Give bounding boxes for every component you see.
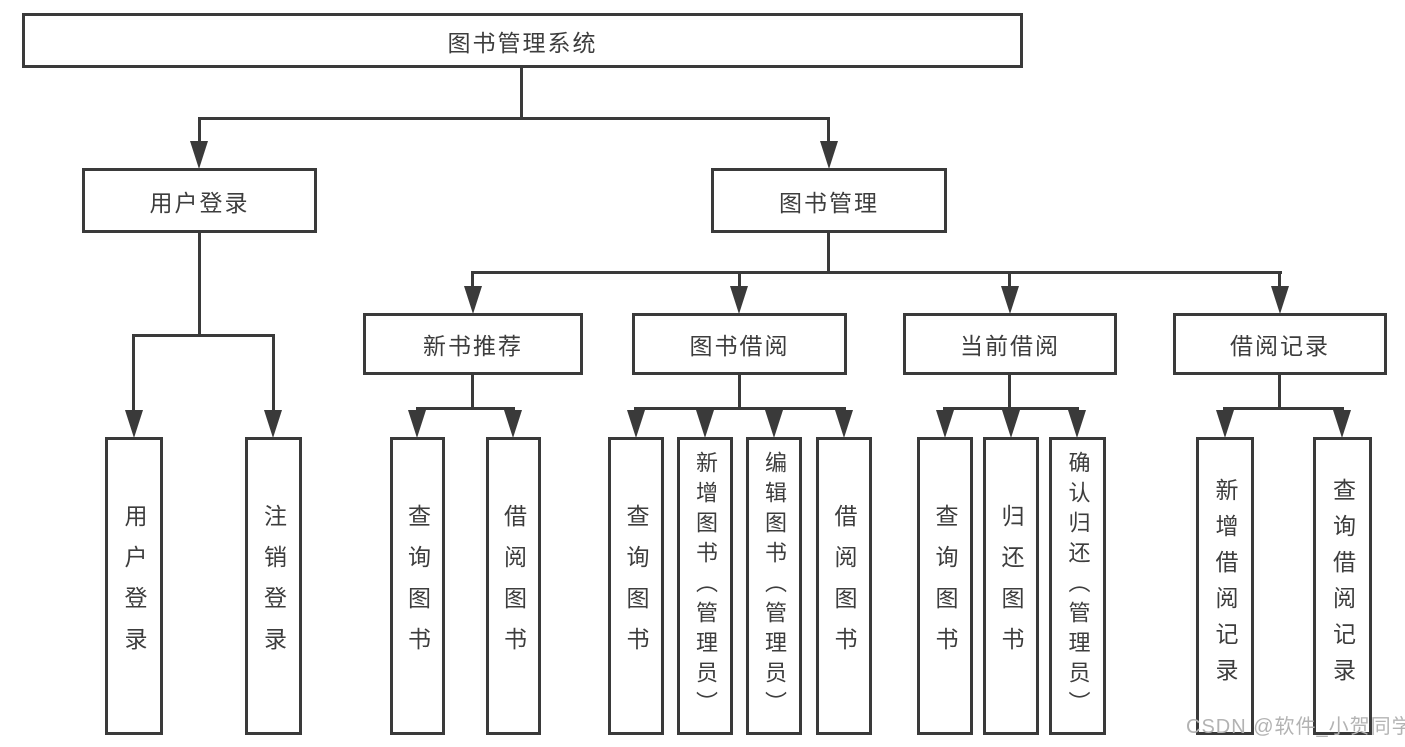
connector-user-login-hline xyxy=(132,334,275,337)
connector-current-borrow-shaft xyxy=(1008,271,1011,289)
node-book-management: 图书管理 xyxy=(711,168,947,233)
arrowhead-cb-leaf1 xyxy=(936,410,954,438)
connector-level3-hline xyxy=(471,271,1282,274)
node-root: 图书管理系统 xyxy=(22,13,1023,68)
arrowhead-bb-leaf2 xyxy=(696,410,714,438)
connector-root-stub xyxy=(520,68,523,119)
node-borrowing-records: 借阅记录 xyxy=(1173,313,1387,375)
arrowhead-bb-leaf4 xyxy=(835,410,853,438)
leaf-logout-login: 注销登录 xyxy=(245,437,302,735)
connector-book-borrow-shaft xyxy=(738,271,741,289)
arrowhead-br-leaf1 xyxy=(1216,410,1234,438)
arrowhead-user-login xyxy=(190,141,208,169)
leaf-query-books-newbooks: 查询图书 xyxy=(390,437,445,735)
arrowhead-bb-leaf1 xyxy=(627,410,645,438)
connector-leaf-login-shaft xyxy=(132,334,135,412)
arrowhead-br-leaf2 xyxy=(1333,410,1351,438)
arrowhead-book-mgmt xyxy=(820,141,838,169)
arrowhead-book-borrow xyxy=(730,286,748,314)
leaf-user-login: 用户登录 xyxy=(105,437,163,735)
leaf-borrow-books-newbooks: 借阅图书 xyxy=(486,437,541,735)
arrowhead-nb-leaf2 xyxy=(504,410,522,438)
connector-book-mgmt-stub xyxy=(827,233,830,274)
arrowhead-nb-leaf1 xyxy=(408,410,426,438)
leaf-query-borrow-record: 查询借阅记录 xyxy=(1313,437,1372,735)
leaf-add-borrow-record: 新增借阅记录 xyxy=(1196,437,1254,735)
connector-book-borrow-hline xyxy=(634,407,846,410)
connector-user-login-stub xyxy=(198,233,201,337)
arrowhead-leaf-logout xyxy=(264,410,282,438)
connector-book-borrow-stub xyxy=(738,375,741,410)
node-user-login: 用户登录 xyxy=(82,168,317,233)
connector-book-mgmt-shaft xyxy=(827,117,830,143)
arrowhead-leaf-login xyxy=(125,410,143,438)
leaf-confirm-return-admin: 确认归还（管理员） xyxy=(1049,437,1106,735)
connector-user-login-shaft xyxy=(198,117,201,143)
connector-leaf-logout-shaft xyxy=(272,334,275,412)
leaf-query-books-current: 查询图书 xyxy=(917,437,973,735)
connector-borrow-records-stub xyxy=(1278,375,1281,410)
leaf-edit-books-admin: 编辑图书（管理员） xyxy=(746,437,802,735)
connector-new-books-shaft xyxy=(471,271,474,289)
node-book-borrowing: 图书借阅 xyxy=(632,313,847,375)
connector-new-books-hline xyxy=(416,407,515,410)
arrowhead-cb-leaf2 xyxy=(1002,410,1020,438)
connector-current-borrow-stub xyxy=(1008,375,1011,410)
watermark: CSDN @软件_小贺同学 xyxy=(1186,716,1405,738)
arrowhead-cb-leaf3 xyxy=(1068,410,1086,438)
connector-borrow-records-hline xyxy=(1223,407,1344,410)
arrowhead-new-books xyxy=(464,286,482,314)
arrowhead-borrow-records xyxy=(1271,286,1289,314)
connector-borrow-records-shaft xyxy=(1278,271,1281,289)
connector-level2-hline xyxy=(198,117,830,120)
leaf-return-books: 归还图书 xyxy=(983,437,1039,735)
node-new-book-recommendation: 新书推荐 xyxy=(363,313,583,375)
connector-new-books-stub xyxy=(471,375,474,410)
leaf-add-books-admin: 新增图书（管理员） xyxy=(677,437,733,735)
leaf-borrow-books-borrow: 借阅图书 xyxy=(816,437,872,735)
node-current-borrowing: 当前借阅 xyxy=(903,313,1117,375)
arrowhead-bb-leaf3 xyxy=(765,410,783,438)
arrowhead-current-borrow xyxy=(1001,286,1019,314)
leaf-query-books-borrow: 查询图书 xyxy=(608,437,664,735)
